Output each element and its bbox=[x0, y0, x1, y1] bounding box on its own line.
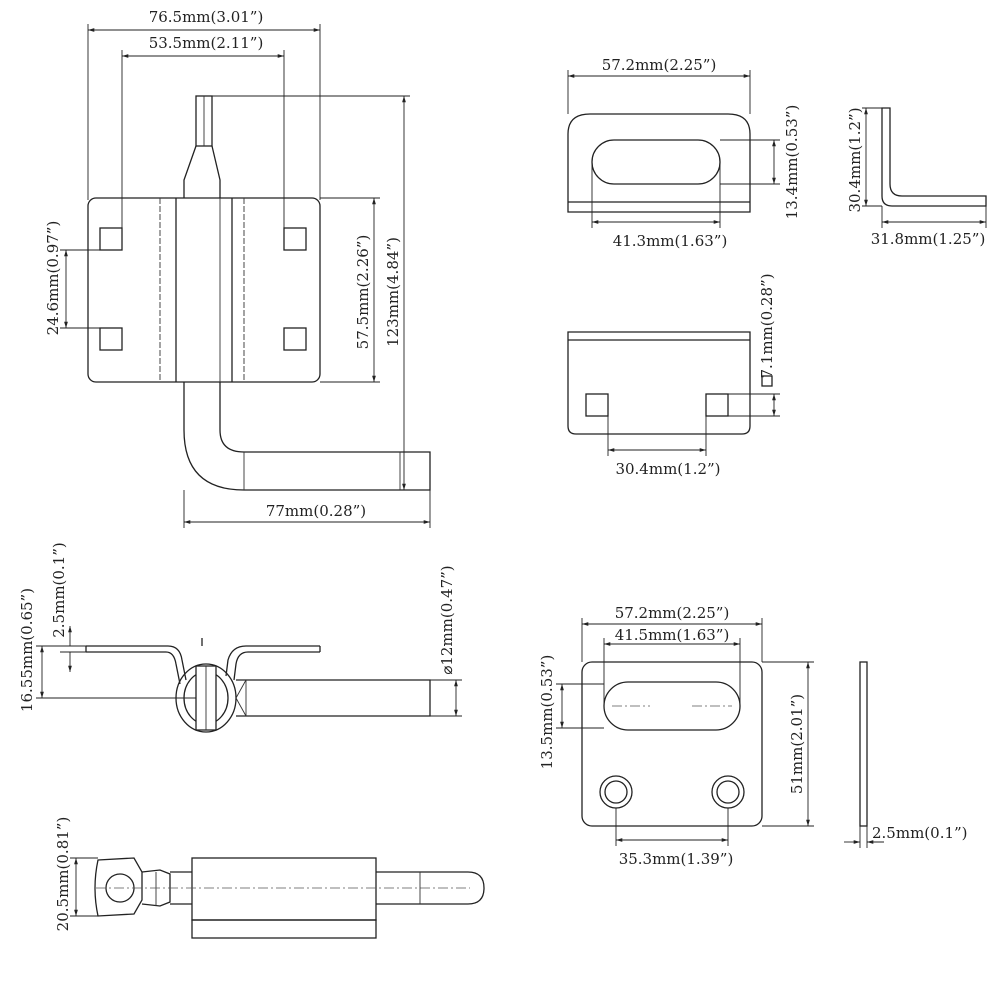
dim-angle-width: 31.8mm(1.25”) bbox=[871, 230, 986, 248]
dim-plate-slot-height: 13.5mm(0.53”) bbox=[538, 655, 556, 770]
main-latch-view: 76.5mm(3.01”) 53.5mm(2.11”) 24.6mm(0.97”… bbox=[44, 8, 431, 528]
latch-side-view: 2.5mm(0.1”) 16.55mm(0.65”) ⌀12mm(0.47”) bbox=[18, 542, 462, 733]
dim-main-hole-span: 53.5mm(2.11”) bbox=[149, 34, 264, 52]
dim-plate-hole-span: 35.3mm(1.39”) bbox=[619, 850, 734, 868]
dim-pin-diameter: ⌀12mm(0.47”) bbox=[438, 565, 456, 674]
plate-edge-view: 2.5mm(0.1”) bbox=[844, 661, 968, 848]
dim-side-height: 16.55mm(0.65”) bbox=[18, 588, 36, 712]
dim-plate-height: 51mm(2.01”) bbox=[788, 694, 806, 794]
dim-keeper-width: 57.2mm(2.25”) bbox=[602, 56, 717, 74]
dim-main-handle-length: 77mm(0.28”) bbox=[266, 502, 366, 520]
dim-plate-width: 57.2mm(2.25”) bbox=[615, 604, 730, 622]
dim-side-thickness: 2.5mm(0.1”) bbox=[50, 542, 68, 638]
angle-view: 30.4mm(1.2”) 31.8mm(1.25”) bbox=[846, 107, 987, 248]
latch-bottom-view: 20.5mm(0.81”) bbox=[54, 817, 485, 939]
keeper-side-view: 7.1mm(0.28”) 30.4mm(1.2”) bbox=[567, 273, 780, 478]
base-plate-view: 57.2mm(2.25”) 41.5mm(1.63”) 13.5mm(0.53”… bbox=[538, 604, 814, 868]
dim-keeper-slot-height: 13.4mm(0.53”) bbox=[783, 105, 801, 220]
dim-main-plate-height: 57.5mm(2.26”) bbox=[354, 235, 372, 350]
dim-bottom-height: 20.5mm(0.81”) bbox=[54, 817, 72, 932]
dim-plate-thickness: 2.5mm(0.1”) bbox=[872, 824, 968, 842]
keeper-top-view: 57.2mm(2.25”) 13.4mm(0.53”) 41.3mm(1.63”… bbox=[567, 56, 801, 250]
dim-plate-slot-span: 41.5mm(1.63”) bbox=[615, 626, 730, 644]
dim-keeper-side-hole: 7.1mm(0.28”) bbox=[758, 273, 776, 378]
dim-keeper-side-span: 30.4mm(1.2”) bbox=[615, 460, 720, 478]
dim-main-hole-vertical: 24.6mm(0.97”) bbox=[44, 221, 62, 336]
dim-main-total-height: 123mm(4.84”) bbox=[384, 237, 402, 347]
dim-angle-height: 30.4mm(1.2”) bbox=[846, 107, 864, 212]
dim-keeper-slot-length: 41.3mm(1.63”) bbox=[613, 232, 728, 250]
dim-main-overall-width: 76.5mm(3.01”) bbox=[149, 8, 264, 26]
